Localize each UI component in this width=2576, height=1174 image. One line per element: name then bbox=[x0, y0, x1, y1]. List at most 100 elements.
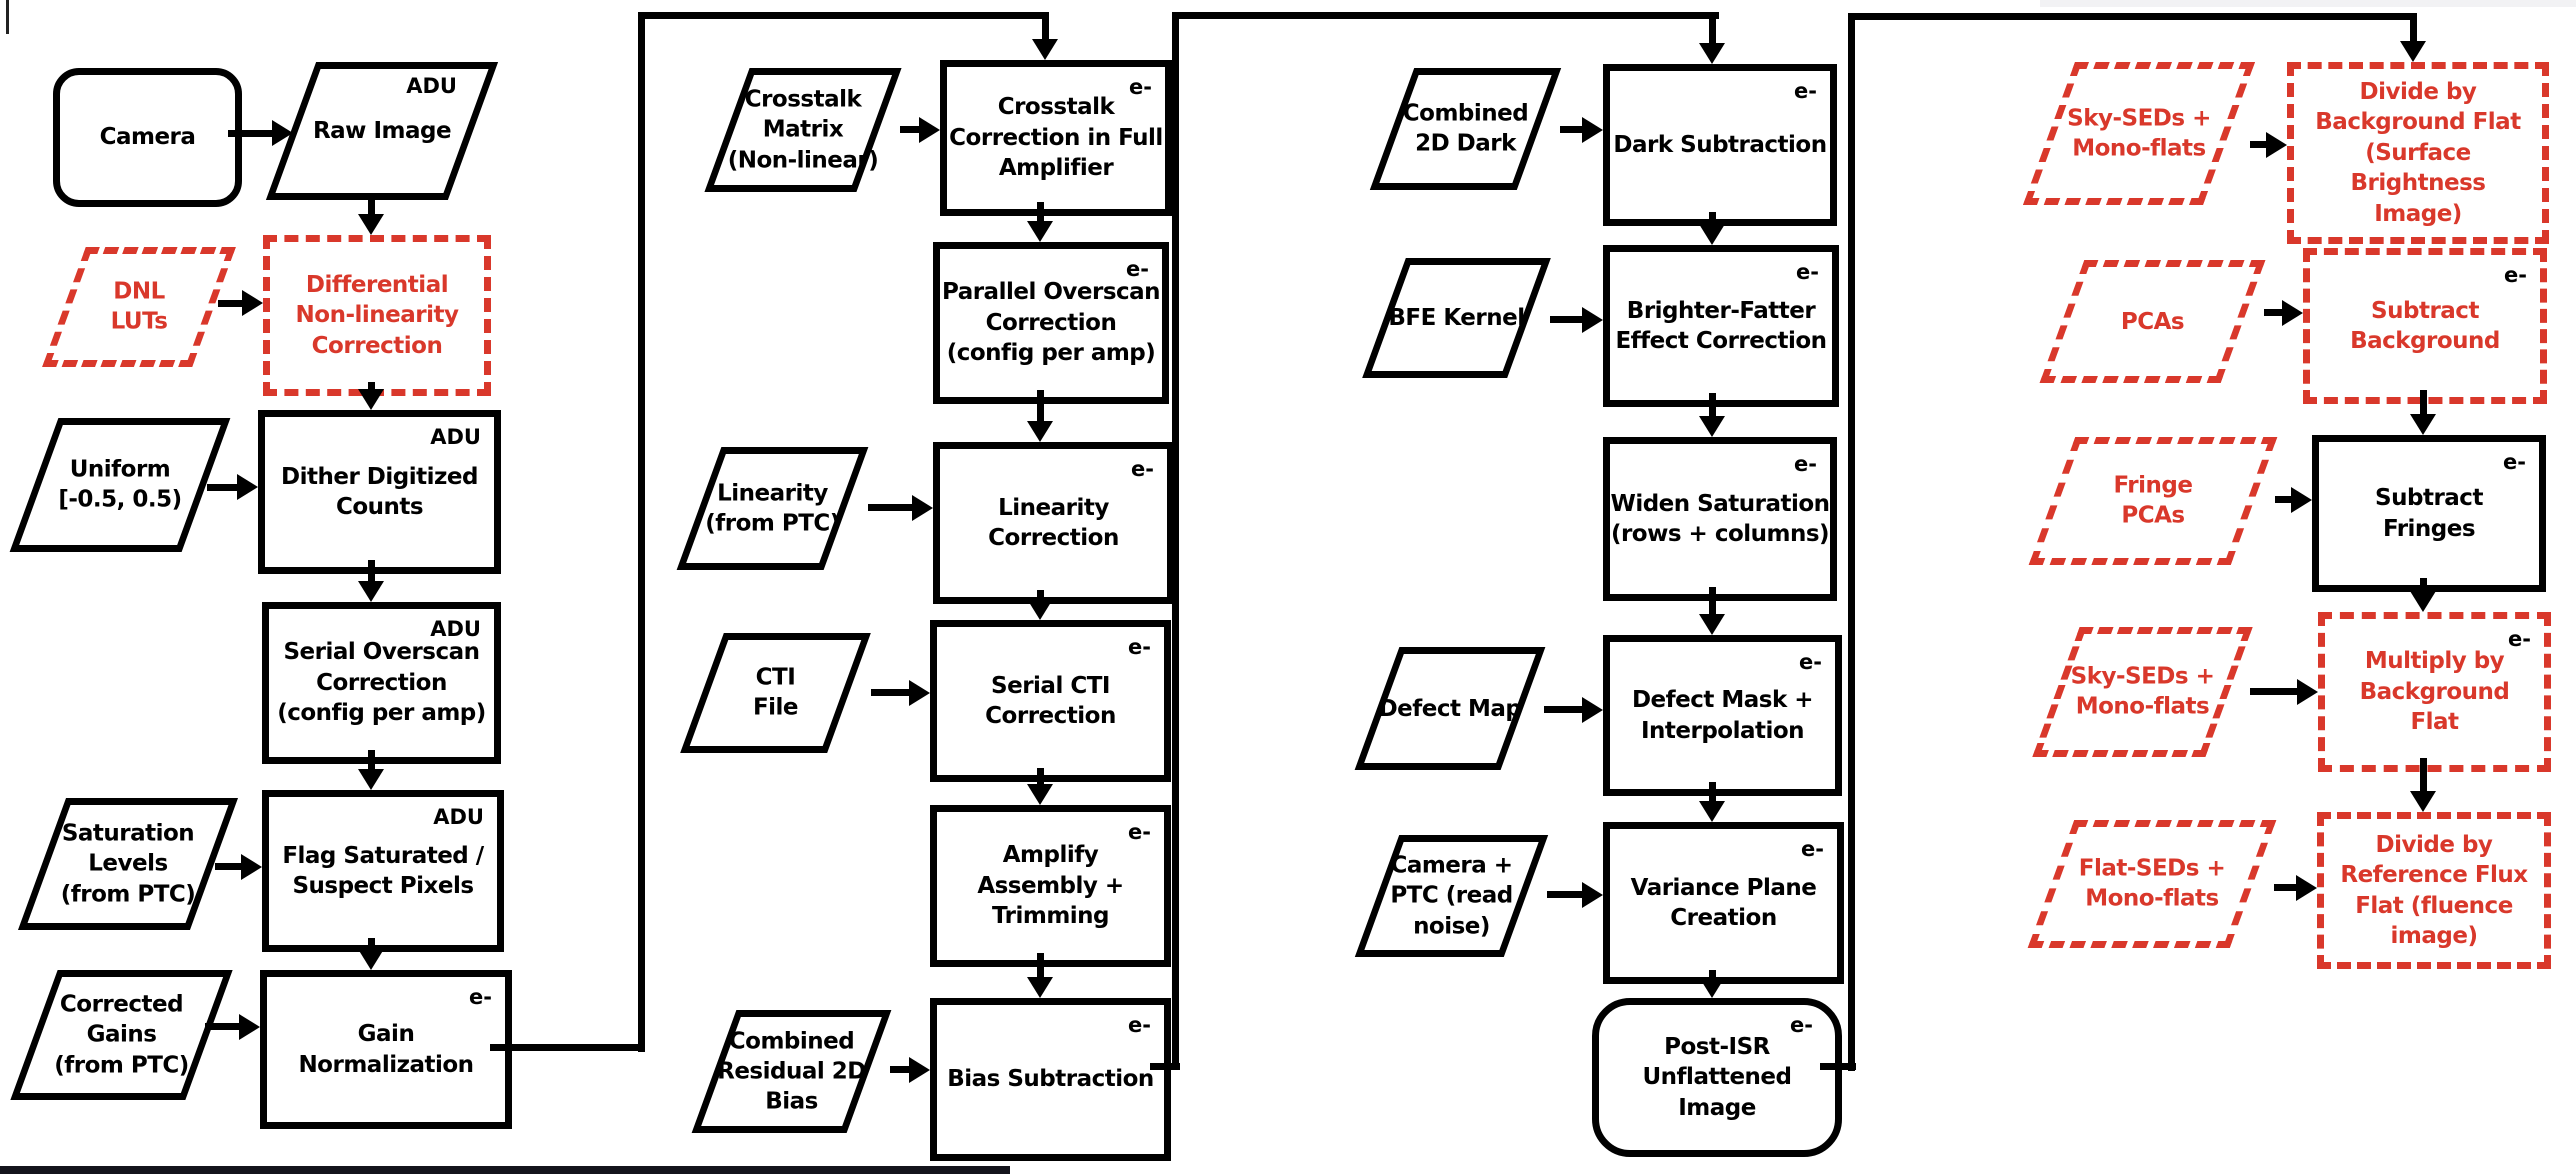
node-label: Fringe PCAs bbox=[2113, 472, 2193, 529]
unit-label: e- bbox=[1129, 75, 1152, 99]
arrow-uniform-to-dither bbox=[207, 484, 239, 491]
arrow-ctifile-to-serialcti bbox=[871, 689, 911, 696]
arrow-residual-to-bias bbox=[890, 1066, 911, 1073]
node-linearity-input: Linearity (from PTC) bbox=[675, 447, 870, 570]
node-subtract-fringes: e- Subtract Fringes bbox=[2312, 435, 2546, 592]
node-label: Dark Subtraction bbox=[1613, 131, 1827, 158]
node-post-isr-unflattened-image: e- Post-ISR Unflattened Image bbox=[1592, 998, 1842, 1157]
node-multiply-by-background-flat: e- Multiply by Background Flat bbox=[2318, 612, 2551, 772]
arrowhead bbox=[1027, 421, 1053, 442]
node-label: Subtract Fringes bbox=[2375, 485, 2483, 542]
node-label: Linearity (from PTC) bbox=[705, 480, 840, 537]
unit-label: e- bbox=[2503, 450, 2526, 474]
unit-label: e- bbox=[1126, 257, 1149, 281]
node-label: Parallel Overscan Correction (config per… bbox=[941, 279, 1161, 367]
node-label: Sky-SEDs + Mono-flats bbox=[2070, 663, 2215, 720]
unit-label: e- bbox=[1131, 457, 1154, 481]
node-combined-2d-dark: Combined 2D Dark bbox=[1368, 68, 1563, 190]
unit-label: e- bbox=[1128, 1013, 1151, 1037]
unit-label: ADU bbox=[430, 425, 481, 449]
arrowhead bbox=[1699, 224, 1725, 245]
unit-label: e- bbox=[1128, 635, 1151, 659]
arrowhead bbox=[1699, 416, 1725, 437]
arrowhead bbox=[1699, 614, 1725, 635]
node-defect-map: Defect Map bbox=[1353, 647, 1547, 770]
node-label: Combined 2D Dark bbox=[1402, 100, 1529, 157]
arrowhead bbox=[358, 214, 384, 235]
unit-label: e- bbox=[1801, 837, 1824, 861]
arrowhead bbox=[1027, 977, 1053, 998]
node-label: Divide by Background Flat (Surface Brigh… bbox=[2315, 79, 2521, 227]
arrowhead bbox=[358, 769, 384, 790]
arrow-dark-to-bfe bbox=[1709, 212, 1716, 226]
arrowhead bbox=[2291, 487, 2312, 513]
connector-drop-2 bbox=[1709, 12, 1716, 45]
unit-label: ADU bbox=[433, 805, 484, 829]
arrowhead bbox=[358, 389, 384, 410]
node-label: Differential Non-linearity Correction bbox=[295, 271, 459, 359]
unit-label: e- bbox=[2504, 263, 2527, 287]
arrow-raw-to-dnl bbox=[368, 200, 375, 216]
unit-label: ADU bbox=[430, 617, 481, 641]
arrow-dither-to-serialoverscan bbox=[368, 560, 375, 583]
node-divide-by-reference-flux-flat: Divide by Reference Flux Flat (fluence i… bbox=[2317, 812, 2551, 969]
connector-drop-3 bbox=[2410, 13, 2417, 43]
arrowhead bbox=[1027, 221, 1053, 242]
connector-riser-1 bbox=[638, 12, 645, 1052]
connector-drop-1 bbox=[1042, 12, 1049, 41]
arrow-linearityinput-to-linearity bbox=[868, 504, 914, 511]
arrowhead bbox=[912, 495, 933, 521]
arrow-defectmap-to-defectmask bbox=[1544, 706, 1584, 713]
arrowhead bbox=[2410, 591, 2436, 612]
node-crosstalk-correction: e- Crosstalk Correction in Full Amplifie… bbox=[940, 60, 1172, 216]
arrow-linearity-to-serialcti bbox=[1037, 590, 1044, 601]
node-label: DNL LUTs bbox=[110, 278, 168, 335]
node-saturation-levels: Saturation Levels (from PTC) bbox=[17, 798, 239, 930]
arrowhead bbox=[2410, 791, 2436, 812]
node-label: Combined Residual 2D Bias bbox=[717, 1027, 866, 1115]
arrow-dnlluts-to-dnl bbox=[218, 300, 244, 307]
node-serial-overscan-correction: ADU Serial Overscan Correction (config p… bbox=[262, 602, 501, 764]
node-label: CTI File bbox=[752, 664, 799, 721]
arrow-serialcti-to-amplify bbox=[1037, 768, 1044, 786]
connector-top-2 bbox=[1172, 12, 1719, 19]
unit-label: e- bbox=[1128, 820, 1151, 844]
unit-label: e- bbox=[1794, 452, 1817, 476]
arrow-dnl-to-dither bbox=[368, 382, 375, 391]
node-label: Defect Map bbox=[1378, 695, 1522, 722]
arrowhead bbox=[2266, 132, 2287, 158]
node-label: Camera bbox=[99, 124, 196, 151]
node-bias-subtraction: e- Bias Subtraction bbox=[930, 998, 1171, 1161]
node-sky-seds-mono-flats-1: Sky-SEDs + Mono-flats bbox=[2022, 62, 2256, 205]
node-fringe-pcas: Fringe PCAs bbox=[2028, 437, 2278, 565]
arrowhead bbox=[909, 680, 930, 706]
node-brighter-fatter-correction: e- Brighter-Fatter Effect Correction bbox=[1603, 245, 1839, 407]
node-gain-normalization: e- Gain Normalization bbox=[260, 970, 512, 1129]
arrow-variance-to-postisr bbox=[1709, 970, 1716, 979]
connector-riser-3 bbox=[1848, 13, 1855, 1071]
node-dither-digitized-counts: ADU Dither Digitized Counts bbox=[258, 410, 501, 574]
arrowhead bbox=[919, 117, 940, 143]
node-label: Multiply by Background Flat bbox=[2359, 648, 2510, 736]
node-flat-seds-mono-flats: Flat-SEDs + Mono-flats bbox=[2027, 820, 2277, 948]
arrow-saturation-to-flag bbox=[215, 863, 243, 870]
arrow-paralleloverscan-to-linearity bbox=[1037, 390, 1044, 423]
node-corrected-gains: Corrected Gains (from PTC) bbox=[10, 970, 233, 1100]
arrowhead bbox=[358, 581, 384, 602]
arrow-serialoverscan-to-flag bbox=[368, 750, 375, 771]
connector-bias-exit bbox=[1150, 1063, 1180, 1070]
unit-label: e- bbox=[1790, 1013, 1813, 1037]
node-label: Camera + PTC (read noise) bbox=[1390, 852, 1513, 940]
node-label: Variance Plane Creation bbox=[1630, 874, 1817, 931]
arrow-flag-to-gain bbox=[368, 938, 375, 951]
arrow-camera-to-raw bbox=[228, 130, 274, 137]
arrowhead bbox=[1582, 117, 1603, 143]
arrowhead bbox=[909, 1057, 930, 1083]
node-label: Serial CTI Correction bbox=[985, 672, 1116, 729]
connector-postisr-exit bbox=[1820, 1063, 1856, 1070]
arrow-correctedgains-to-gain bbox=[205, 1023, 241, 1030]
node-label: Widen Saturation (rows + columns) bbox=[1610, 490, 1830, 547]
node-label: PCAs bbox=[2120, 308, 2185, 335]
node-raw-image: ADU Raw Image bbox=[265, 62, 499, 200]
arrow-skyseds1-to-dividebg bbox=[2250, 141, 2268, 148]
